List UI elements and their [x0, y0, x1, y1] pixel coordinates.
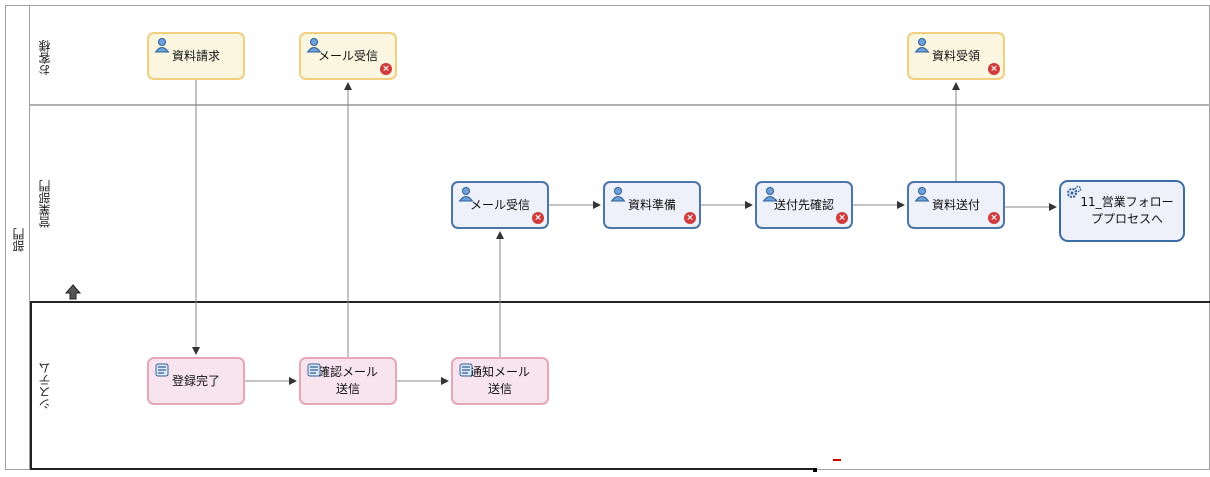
task-customer-mail[interactable]: メール受信 ×	[299, 32, 397, 80]
task-customer-receive[interactable]: 資料受領 ×	[907, 32, 1005, 80]
task-label: 確認メール送信	[317, 365, 378, 396]
gears-icon	[1066, 185, 1082, 206]
script-icon	[154, 362, 170, 383]
lane-divider-customer-sales	[30, 104, 1210, 106]
lane-divider-sales-system	[30, 301, 1210, 303]
task-label: 資料請求	[171, 48, 220, 63]
task-label: 資料受領	[931, 48, 980, 63]
error-badge-icon[interactable]: ×	[684, 212, 696, 224]
task-label: メール受信	[469, 197, 530, 212]
script-icon	[458, 362, 474, 383]
task-label: 資料送付	[931, 197, 980, 212]
task-label: 資料準備	[627, 197, 676, 212]
system-lane-left-border	[30, 301, 32, 470]
scroll-up-icon[interactable]	[64, 283, 82, 305]
script-icon	[306, 362, 322, 383]
task-label: 11_営業フォローププロセスへ	[1080, 195, 1174, 226]
task-sales-confirm[interactable]: 送付先確認 ×	[755, 181, 853, 229]
error-badge-icon[interactable]: ×	[380, 63, 392, 75]
pool-bottom-border	[30, 468, 815, 470]
task-sys-confirm-mail[interactable]: 確認メール送信	[299, 357, 397, 405]
error-badge-icon[interactable]: ×	[532, 212, 544, 224]
resize-marker	[833, 459, 841, 461]
user-icon	[914, 37, 930, 58]
user-icon	[154, 37, 170, 58]
task-sales-send[interactable]: 資料送付 ×	[907, 181, 1005, 229]
user-icon	[306, 37, 322, 58]
task-label: 送付先確認	[773, 197, 834, 212]
task-sys-notify-mail[interactable]: 通知メール送信	[451, 357, 549, 405]
error-badge-icon[interactable]: ×	[988, 63, 1000, 75]
user-icon	[762, 186, 778, 207]
user-icon	[610, 186, 626, 207]
user-icon	[914, 186, 930, 207]
task-customer-request[interactable]: 資料請求	[147, 32, 245, 80]
task-sales-mail[interactable]: メール受信 ×	[451, 181, 549, 229]
user-icon	[458, 186, 474, 207]
resize-handle[interactable]	[813, 468, 817, 472]
pool-header	[5, 5, 30, 470]
task-sales-followup[interactable]: 11_営業フォローププロセスへ	[1059, 180, 1185, 242]
task-label: メール受信	[317, 48, 378, 63]
error-badge-icon[interactable]: ×	[836, 212, 848, 224]
error-badge-icon[interactable]: ×	[988, 212, 1000, 224]
task-sys-register[interactable]: 登録完了	[147, 357, 245, 405]
task-sales-prepare[interactable]: 資料準備 ×	[603, 181, 701, 229]
task-label: 登録完了	[171, 373, 220, 388]
task-label: 通知メール送信	[469, 365, 530, 396]
